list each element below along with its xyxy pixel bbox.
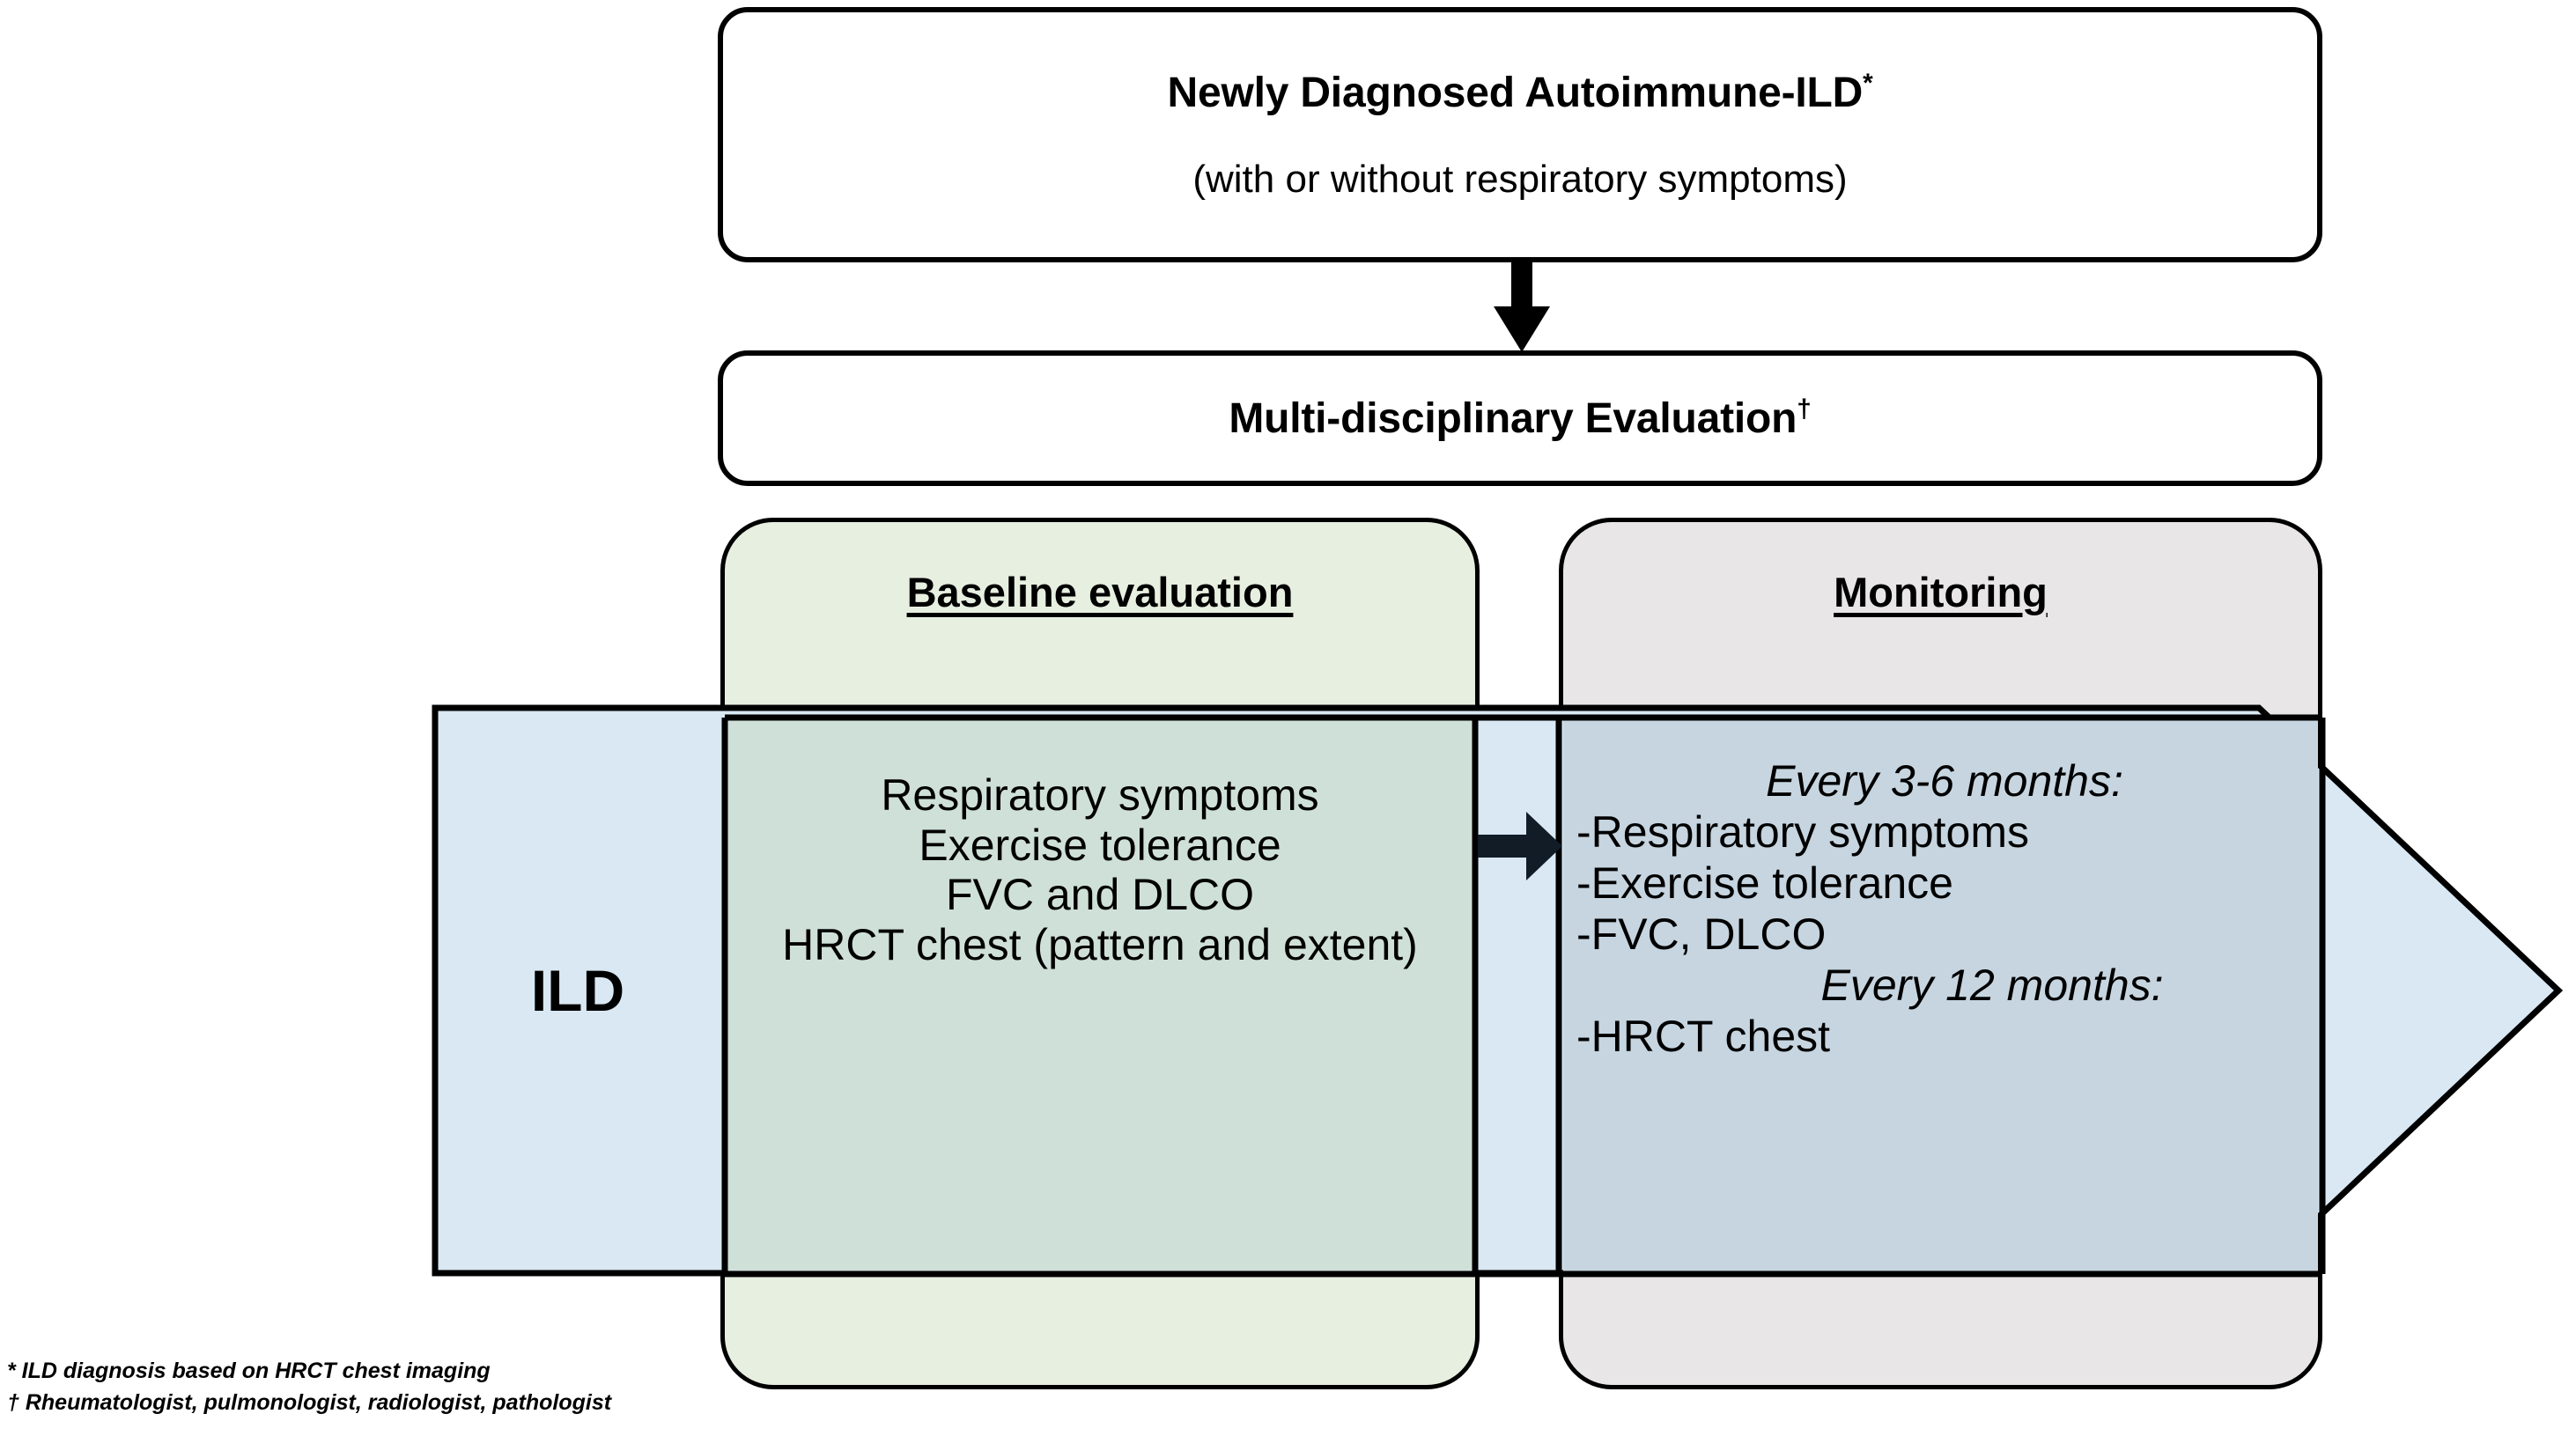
baseline-item-3: HRCT chest (pattern and extent) [782,919,1418,969]
footnotes: * ILD diagnosis based on HRCT chest imag… [7,1356,611,1418]
box-newly-diagnosed-subtitle: (with or without respiratory symptoms) [1192,157,1848,201]
arrow-right-icon [1478,812,1562,880]
monitoring-list: Every 3-6 months: -Respiratory symptoms … [1576,755,2313,1062]
ild-band-label: ILD [530,958,625,1023]
arrow-down-icon [1494,259,1550,352]
footnote-marker-dagger: † [1797,394,1812,423]
monitoring-group-0-item-2: -FVC, DLCO [1576,909,1827,959]
baseline-item-0: Respiratory symptoms [881,770,1319,820]
box-multidisciplinary-evaluation: Multi-disciplinary Evaluation† [718,350,2322,486]
baseline-item-1: Exercise tolerance [919,820,1281,870]
footnote-marker-asterisk: * [1863,68,1873,98]
monitoring-group-1-item-0: -HRCT chest [1576,1012,1831,1061]
monitoring-group-1-heading: Every 12 months: [1820,961,2164,1010]
baseline-evaluation-list: Respiratory symptoms Exercise tolerance … [725,770,1475,969]
monitoring-group-0-item-1: -Exercise tolerance [1576,858,1953,908]
monitoring-group-0-heading: Every 3-6 months: [1766,756,2123,806]
box-newly-diagnosed: Newly Diagnosed Autoimmune-ILD* (with or… [718,7,2322,262]
baseline-item-2: FVC and DLCO [945,870,1255,919]
footnote-0: * ILD diagnosis based on HRCT chest imag… [7,1359,491,1383]
box-multidisciplinary-evaluation-title: Multi-disciplinary Evaluation† [1229,394,1812,442]
box-newly-diagnosed-title: Newly Diagnosed Autoimmune-ILD* [1167,68,1873,116]
panel-baseline-evaluation-title: Baseline evaluation [906,569,1294,615]
footnote-1: † Rheumatologist, pulmonologist, radiolo… [7,1389,612,1415]
panel-monitoring-title: Monitoring [1834,569,2048,615]
monitoring-group-0-item-0: -Respiratory symptoms [1576,807,2029,857]
